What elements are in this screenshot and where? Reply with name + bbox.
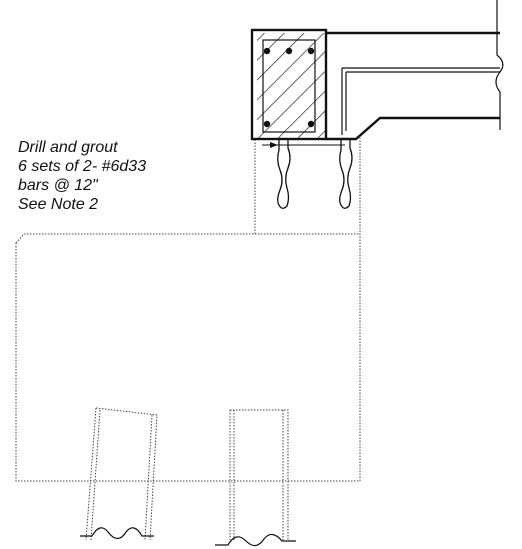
pile-break-lines (80, 527, 296, 547)
pile-right (229, 409, 289, 540)
note-line-4: See Note 2 (18, 196, 99, 213)
pile-left (85, 407, 158, 541)
note-line-2: 6 sets of 2- #6d33 (18, 158, 147, 175)
note-line-1: Drill and grout (18, 139, 118, 156)
drill-grout-note: Drill and grout 6 sets of 2- #6d33 bars … (18, 138, 146, 214)
note-leader (262, 142, 345, 148)
slab (326, 0, 504, 141)
existing-wall-outline (15, 138, 361, 482)
note-line-3: bars @ 12" (18, 177, 98, 194)
dowel-bars (277, 138, 353, 209)
beam-section (250, 28, 328, 141)
